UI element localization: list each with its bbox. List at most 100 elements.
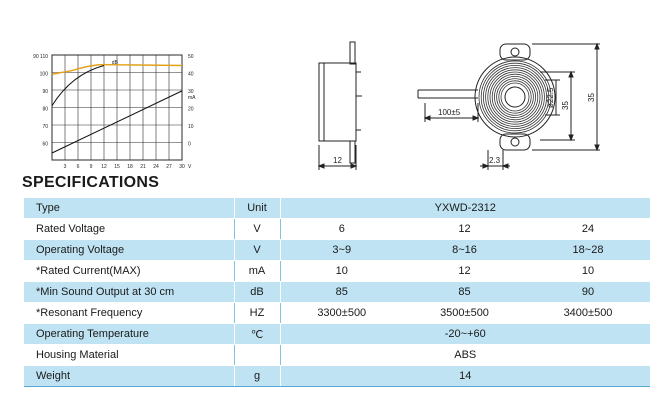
graph-x-label: V — [188, 164, 192, 170]
graph-x-tick: 15 — [114, 164, 120, 170]
side-view-drawing — [317, 41, 362, 170]
row-parameter-name: *Resonant Frequency — [24, 302, 234, 324]
row-value: 8~16 — [403, 239, 526, 261]
graph-y-left-tick: 60 — [42, 142, 48, 148]
row-unit — [233, 344, 281, 366]
row-unit: V — [233, 218, 281, 240]
row-value: 3400±500 — [526, 302, 650, 324]
row-parameter-name: *Rated Current(MAX) — [24, 260, 234, 282]
row-value: 3500±500 — [403, 302, 526, 324]
row-value: 12 — [403, 260, 526, 282]
spiral-ring — [493, 76, 536, 119]
row-parameter-name: Housing Material — [24, 344, 234, 366]
row-value: 12 — [403, 218, 526, 240]
side-dim-width: 12 — [333, 156, 342, 165]
row-unit: V — [233, 239, 281, 261]
graph-x-tick: 24 — [153, 164, 159, 170]
graph-y-left-tick: 90 110 — [33, 54, 48, 60]
row-parameter-name: Operating Voltage — [24, 239, 234, 261]
row-parameter-name: Weight — [24, 365, 234, 387]
front-dim-height-outer: 35 — [587, 93, 596, 102]
graph-y-right-tick: 40 — [188, 72, 194, 78]
row-value: 10 — [526, 260, 650, 282]
spiral-rings — [478, 60, 552, 134]
graph-x-tick: 12 — [101, 164, 107, 170]
front-dim-inner-diameter: ø22.5 — [546, 87, 555, 108]
row-value: 14 — [280, 365, 650, 387]
row-unit: dB — [233, 281, 281, 303]
graph-x-tick: 30 — [179, 164, 185, 170]
specifications-title: SPECIFICATIONS — [22, 174, 160, 191]
table-row: Operating Temperature℃-20~+60 — [24, 323, 650, 345]
row-value: 6 — [280, 218, 403, 240]
table-row: Housing Material ABS — [24, 344, 650, 366]
row-value: 3~9 — [280, 239, 403, 261]
row-parameter-name: *Min Sound Output at 30 cm — [24, 281, 234, 303]
spiral-ring — [485, 67, 545, 127]
spiral-ring — [500, 82, 530, 112]
graph-y-right-tick: 30 — [188, 89, 194, 95]
front-dim-height-mid: 35 — [561, 101, 570, 110]
row-unit: HZ — [233, 302, 281, 324]
header-model-value: YXWD-2312 — [280, 198, 650, 219]
graph-y-left-tick: 90 — [42, 89, 48, 95]
row-value: 85 — [403, 281, 526, 303]
graph-black-curve — [51, 65, 105, 107]
graph-y-left-tick: 100 — [40, 72, 49, 78]
graph-x-tick: 3 — [64, 164, 67, 170]
spiral-ring — [482, 65, 547, 130]
spiral-ring — [489, 71, 541, 123]
spiral-ring — [496, 78, 534, 116]
graph-y-right-tick: 20 — [188, 107, 194, 113]
graph-sound-output-curve — [51, 63, 183, 75]
graph-y-right-tick: 10 — [188, 124, 194, 130]
row-value: 10 — [280, 260, 403, 282]
row-value: 18~28 — [526, 239, 650, 261]
graph-curve-label: dB — [112, 60, 119, 66]
row-value: 85 — [280, 281, 403, 303]
spiral-ring — [487, 69, 543, 125]
graph-x-tick: 9 — [90, 164, 93, 170]
row-parameter-name: Rated Voltage — [24, 218, 234, 240]
graph-y-right-tick: 0 — [188, 142, 191, 148]
row-value: 90 — [526, 281, 650, 303]
graph-y-right-label: mA — [188, 95, 196, 101]
row-value: ABS — [280, 344, 650, 366]
row-value: -20~+60 — [280, 323, 650, 345]
graph-y-left-tick: 80 — [42, 107, 48, 113]
header-type-label: Type — [24, 198, 234, 219]
front-view-drawing — [417, 42, 600, 170]
spiral-ring — [498, 80, 532, 114]
graph-y-right-tick: 50 — [188, 54, 194, 60]
graph-x-tick: 21 — [140, 164, 146, 170]
graph-current-line — [51, 90, 183, 154]
spiral-ring — [480, 62, 550, 132]
spiral-ring — [491, 73, 539, 121]
row-value: 24 — [526, 218, 650, 240]
row-unit: mA — [233, 260, 281, 282]
graph-x-tick: 18 — [127, 164, 133, 170]
spiral-ring — [478, 60, 552, 134]
header-unit-label: Unit — [233, 198, 281, 219]
graph-x-tick: 27 — [166, 164, 172, 170]
graph-x-tick: 6 — [77, 164, 80, 170]
front-dim-pitch: 2.3 — [489, 156, 501, 165]
row-value: 3300±500 — [280, 302, 403, 324]
front-dim-lead-length: 100±5 — [438, 108, 461, 117]
row-unit: g — [233, 365, 281, 387]
row-parameter-name: Operating Temperature — [24, 323, 234, 345]
graph-y-left-tick: 70 — [42, 124, 48, 130]
row-unit: ℃ — [233, 323, 281, 345]
